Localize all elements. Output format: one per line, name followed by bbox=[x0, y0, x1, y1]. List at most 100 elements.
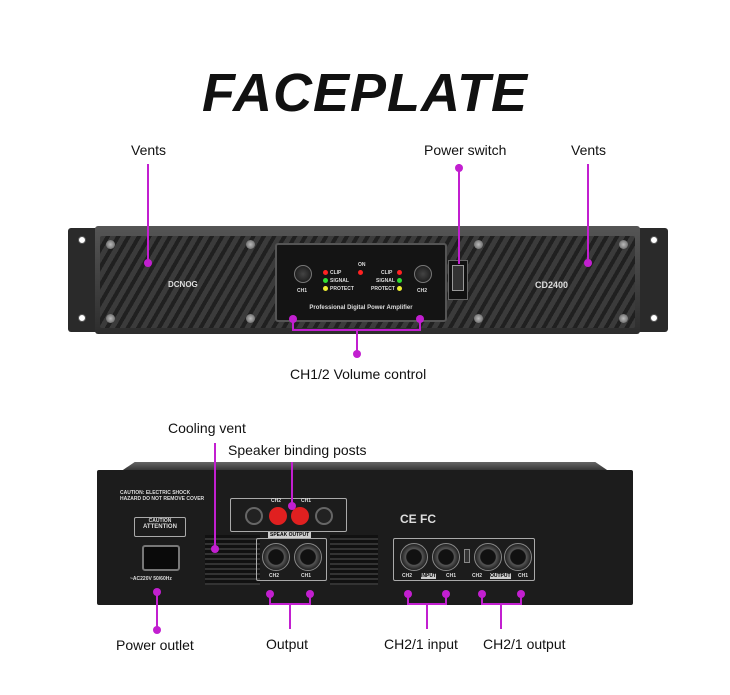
callout-line bbox=[156, 591, 158, 629]
device-part: CH1 bbox=[297, 288, 308, 294]
callout-output: Output bbox=[266, 636, 309, 652]
model-label: CD2400 bbox=[535, 280, 569, 290]
xlr-output-ch1[interactable] bbox=[504, 543, 532, 571]
callout-dot bbox=[211, 545, 219, 553]
callout-dot bbox=[455, 164, 463, 172]
ch1-volume-knob[interactable] bbox=[294, 265, 312, 283]
xlr-input-ch2[interactable] bbox=[400, 543, 428, 571]
device-part: CLIP bbox=[330, 270, 342, 276]
indicator-led bbox=[323, 270, 328, 275]
cooling-vent-right bbox=[330, 535, 378, 585]
callout-power-switch: Power switch bbox=[424, 142, 507, 158]
device-part: INPUT bbox=[421, 573, 436, 579]
callout-line bbox=[309, 594, 311, 604]
callout-line bbox=[458, 164, 460, 264]
device-part: CAUTION bbox=[148, 518, 172, 524]
device-part: CH1 bbox=[301, 573, 312, 579]
device-part bbox=[650, 236, 658, 244]
indicator-led bbox=[397, 278, 402, 283]
indicator-led bbox=[397, 270, 402, 275]
mode-switch[interactable] bbox=[464, 549, 470, 563]
device-part bbox=[245, 507, 263, 525]
callout-line bbox=[291, 462, 293, 506]
callout-dot bbox=[353, 350, 361, 358]
screw bbox=[106, 314, 115, 323]
device-part: CH1 bbox=[518, 573, 529, 579]
cert-marks: CE FC bbox=[400, 512, 436, 526]
screw bbox=[619, 314, 628, 323]
callout-line bbox=[419, 318, 421, 330]
device-part: CH2 bbox=[472, 573, 483, 579]
xlr-output-ch2[interactable] bbox=[474, 543, 502, 571]
device-part: CH1 bbox=[301, 498, 312, 504]
callout-dot bbox=[584, 259, 592, 267]
device-part: CH1 bbox=[446, 573, 457, 579]
callout-dot bbox=[153, 626, 161, 634]
callout-dot bbox=[288, 502, 296, 510]
device-part bbox=[291, 507, 309, 525]
indicator-led bbox=[358, 270, 363, 275]
device-part bbox=[315, 507, 333, 525]
indicator-led bbox=[397, 286, 402, 291]
callout-line bbox=[520, 594, 522, 604]
callout-line bbox=[269, 594, 271, 604]
screw bbox=[619, 240, 628, 249]
indicator-led bbox=[323, 286, 328, 291]
power-switch[interactable] bbox=[448, 260, 468, 300]
device-part bbox=[262, 543, 290, 571]
device-part: CH2 bbox=[271, 498, 282, 504]
device-part: SPEAK OUTPUT bbox=[268, 532, 312, 538]
callout-line bbox=[147, 164, 149, 262]
callout-cooling-vent: Cooling vent bbox=[168, 420, 246, 436]
callout-line bbox=[587, 164, 589, 262]
callout-speaker-binding-posts: Speaker binding posts bbox=[228, 442, 367, 458]
callout-line bbox=[214, 443, 216, 549]
page-title: FACEPLATE bbox=[201, 63, 528, 123]
device-part bbox=[78, 236, 86, 244]
device-part: Professional Digital Power Amplifier bbox=[309, 305, 413, 311]
device-part: ON bbox=[358, 262, 366, 268]
callout-vents-right: Vents bbox=[571, 142, 607, 158]
callout-dot bbox=[144, 259, 152, 267]
callout-line bbox=[356, 329, 358, 354]
rack-ear-right bbox=[636, 228, 668, 332]
rear-top-edge bbox=[120, 462, 610, 472]
device-part: SIGNAL bbox=[330, 278, 349, 284]
device-part: CLIP bbox=[381, 270, 393, 276]
device-part: CAUTION: ELECTRIC SHOCK HAZARD DO NOT RE… bbox=[120, 490, 205, 502]
callout-power-outlet: Power outlet bbox=[116, 637, 194, 653]
callout-line bbox=[500, 603, 502, 629]
xlr-input-ch1[interactable] bbox=[432, 543, 460, 571]
callout-vents-left: Vents bbox=[131, 142, 167, 158]
device-part: PROTECT bbox=[371, 286, 395, 292]
rack-ear-left bbox=[68, 228, 100, 332]
device-part bbox=[650, 314, 658, 322]
callout-line bbox=[289, 603, 291, 629]
brand-logo: DCNOG bbox=[168, 280, 198, 289]
callout-input: CH2/1 input bbox=[384, 636, 458, 652]
screw bbox=[474, 240, 483, 249]
screw bbox=[474, 314, 483, 323]
callout-line bbox=[407, 594, 409, 604]
device-part bbox=[452, 265, 464, 291]
xlr-panel: CH2 INPUT CH1 CH2 OUTPUT CH1 bbox=[393, 538, 535, 581]
ch2-volume-knob[interactable] bbox=[414, 265, 432, 283]
speakon-outputs: CH2 CH1 bbox=[256, 538, 327, 581]
device-part: CH2 bbox=[402, 573, 413, 579]
binding-posts: CH2 CH1 bbox=[230, 498, 347, 532]
device-part: ATTENTION bbox=[143, 524, 177, 530]
callout-line bbox=[445, 594, 447, 604]
indicator-led bbox=[323, 278, 328, 283]
device-part: ~AC220V 50/60Hz bbox=[130, 576, 172, 582]
device-part: CH2 bbox=[269, 573, 280, 579]
control-panel: CH1 CH2 CLIP SIGNAL PROTECT ON CLIP SIGN… bbox=[275, 243, 447, 322]
callout-line bbox=[426, 603, 428, 629]
device-part bbox=[78, 314, 86, 322]
callout-line-output: CH2/1 output bbox=[483, 636, 566, 652]
screw bbox=[106, 240, 115, 249]
power-inlet[interactable] bbox=[142, 545, 180, 571]
device-part: CH2 bbox=[417, 288, 428, 294]
device-part: OUTPUT bbox=[490, 573, 511, 579]
screw bbox=[246, 314, 255, 323]
